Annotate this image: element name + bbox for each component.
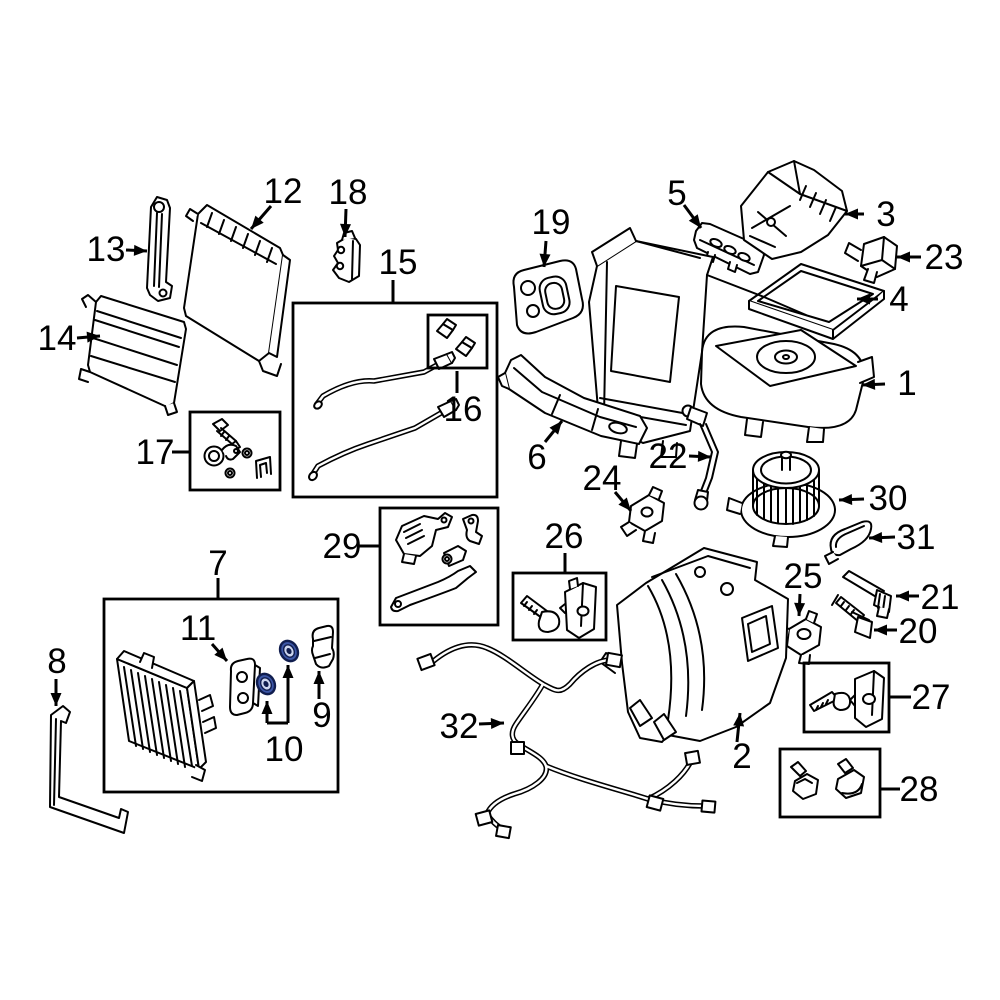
callout-number-11: 11 [180,609,216,648]
arrowhead-1 [862,378,876,390]
box-28 [778,747,882,819]
arrowhead-6 [549,421,562,435]
callout-number-10: 10 [265,730,304,769]
diagram-artwork [49,160,898,840]
part-8-mounting-strip [49,705,129,834]
box-29 [378,506,500,627]
callout-number-23: 23 [925,238,964,277]
arrowhead-12 [251,215,264,229]
part-1-main-housing [588,227,875,459]
callout-number-8: 8 [47,642,66,681]
callout-number-9: 9 [312,696,331,735]
part-18-block [332,230,361,283]
part-14-side-panel [78,294,187,416]
part-11-flange [229,657,261,716]
callout-number-5: 5 [667,174,686,213]
part-30-blower-motor [726,450,836,548]
callout-number-31: 31 [897,518,936,557]
part-23-clip [844,236,898,284]
box-17 [188,410,282,492]
arrowhead-2 [733,713,745,727]
callout-number-14: 14 [38,319,77,358]
callout-number-22: 22 [649,437,688,476]
callout-number-13: 13 [87,230,126,269]
callout-number-2: 2 [732,737,751,776]
part-31-scoop [824,520,873,565]
part-16-fittings [436,318,476,357]
callout-number-30: 30 [869,479,908,518]
part-27-screw-bracket [809,670,885,728]
arrowhead-9 [313,671,325,684]
callout-number-17: 17 [136,433,175,472]
box-26 [511,571,608,642]
arrowhead-3 [845,208,858,220]
part-21-rod [842,570,892,619]
part-32-wiring-harness [416,642,717,840]
callout-number-21: 21 [921,578,960,617]
part-20-screw [831,594,873,639]
arrowhead-19 [539,253,551,267]
callout-number-16: 16 [444,390,483,429]
part-10-o-ring-seals [255,639,300,696]
arrowhead-30 [839,494,853,505]
arrowhead-18 [340,223,351,237]
callout-number-7: 7 [208,544,227,583]
callout-number-15: 15 [379,243,418,282]
callout-number-1: 1 [897,364,916,403]
part-26-screw-bracket [520,577,597,639]
arrowhead-21 [896,590,909,602]
arrowhead-10 [261,701,273,714]
callout-number-32: 32 [440,707,479,746]
box-16 [426,313,489,370]
part-28-screw-set [790,758,865,800]
arrowhead-5 [688,214,701,228]
arrowhead-13 [133,244,147,256]
callout-number-19: 19 [532,203,571,242]
part-22-pipe [681,404,719,511]
arrowhead-24 [618,497,631,511]
part-3-cover [740,160,848,260]
callout-number-4: 4 [889,280,908,319]
arrowhead-4 [857,293,870,305]
part-15-ac-pipes [308,351,460,482]
callout-number-26: 26 [545,517,584,556]
part-13-bracket-strip [146,196,173,302]
box-7 [102,597,340,794]
part-12-heater-core [183,204,291,377]
callout-number-25: 25 [784,557,823,596]
arrowhead-31 [869,532,883,543]
part-7-evaporator-core [116,650,217,782]
part-9-cap [311,624,335,669]
arrowhead-20 [874,624,887,636]
box-15 [291,301,499,499]
part-19-gasket [512,259,584,335]
callout-number-28: 28 [900,770,939,809]
arrowhead-25 [794,602,806,616]
callout-number-6: 6 [527,438,546,477]
arrowhead-8 [50,693,62,706]
callout-number-3: 3 [876,195,895,234]
callout-number-27: 27 [912,678,951,717]
callout-number-18: 18 [329,173,368,212]
arrowhead-32 [490,718,504,729]
part-6-duct [497,354,648,445]
part-2-lower-housing [599,547,789,743]
callout-number-24: 24 [583,459,622,498]
arrowhead-23 [897,251,910,263]
part-29-linkage-set [390,512,483,613]
arrowhead-11 [214,647,227,661]
arrowhead-22 [697,450,711,462]
arrowhead-10 [282,665,294,678]
callout-overlay: 1234567891011121314151617181920212223242… [38,172,964,819]
part-17-hardware-kit [203,418,272,479]
callout-number-29: 29 [323,527,362,566]
box-27 [802,661,891,734]
callout-number-12: 12 [264,172,303,211]
part-24-bracket [620,486,665,544]
arrowhead-14 [86,331,100,343]
callout-number-20: 20 [899,612,938,651]
